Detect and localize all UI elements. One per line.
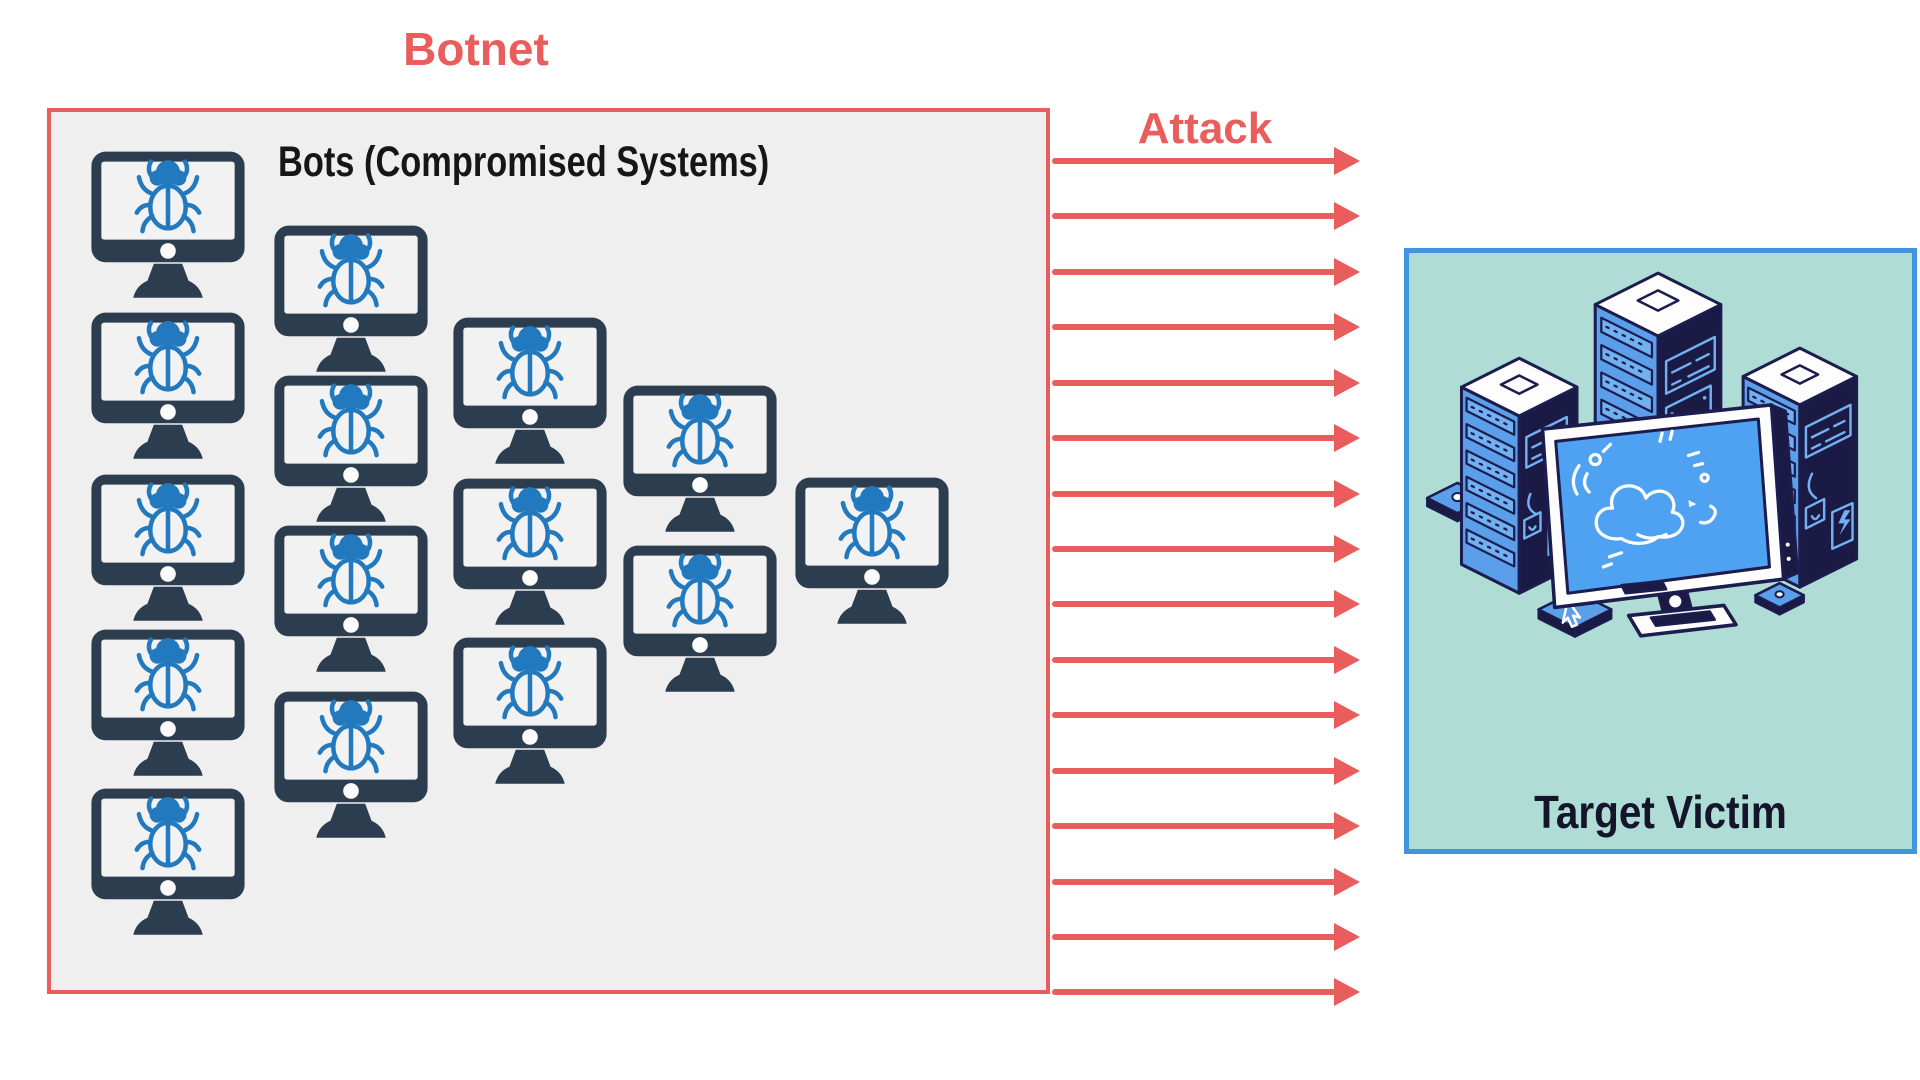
arrow-shaft xyxy=(1052,823,1338,829)
arrow-head xyxy=(1334,480,1360,508)
arrow-shaft xyxy=(1052,768,1338,774)
bot-monitor-with-bug-icon xyxy=(453,317,607,464)
arrow-shaft xyxy=(1052,269,1338,275)
arrow-head xyxy=(1334,313,1360,341)
arrow-shaft xyxy=(1052,934,1338,940)
attack-label: Attack xyxy=(1137,104,1273,153)
arrow-head xyxy=(1334,258,1360,286)
attack-arrow-icon xyxy=(1052,646,1360,674)
arrow-head xyxy=(1334,923,1360,951)
attack-arrow-icon xyxy=(1052,535,1360,563)
server-cluster-illustration xyxy=(1425,271,1859,638)
arrow-shaft xyxy=(1052,491,1338,497)
attack-arrow-icon xyxy=(1052,868,1360,896)
bot-monitor-with-bug-icon xyxy=(795,477,949,624)
attack-arrow-icon xyxy=(1052,369,1360,397)
bot-monitor-with-bug-icon xyxy=(274,691,428,838)
attack-arrow-icon xyxy=(1052,202,1360,230)
attack-arrow-icon xyxy=(1052,480,1360,508)
cloud-monitor-icon xyxy=(1540,403,1800,638)
arrow-head xyxy=(1334,369,1360,397)
botnet-title: Botnet xyxy=(403,23,549,75)
attack-arrow-icon xyxy=(1052,424,1360,452)
arrow-shaft xyxy=(1052,213,1338,219)
attack-arrow-icon xyxy=(1052,590,1360,618)
attack-arrow-icon xyxy=(1052,701,1360,729)
target-victim-box: Target Victim xyxy=(1404,248,1917,854)
bot-monitor-with-bug-icon xyxy=(274,375,428,522)
attack-arrow-icon xyxy=(1052,147,1360,175)
arrow-shaft xyxy=(1052,435,1338,441)
bot-monitor-with-bug-icon xyxy=(274,525,428,672)
arrow-head xyxy=(1334,202,1360,230)
bug-icon xyxy=(838,485,906,560)
bot-monitor-with-bug-icon xyxy=(91,788,245,935)
arrow-shaft xyxy=(1052,712,1338,718)
target-victim-label: Target Victim xyxy=(1534,786,1787,838)
bug-icon xyxy=(134,796,202,871)
bot-monitor-with-bug-icon xyxy=(91,474,245,621)
arrow-head xyxy=(1334,147,1360,175)
arrow-head xyxy=(1334,757,1360,785)
arrow-head xyxy=(1334,868,1360,896)
bug-icon xyxy=(496,645,564,720)
arrow-head xyxy=(1334,535,1360,563)
arrow-head xyxy=(1334,812,1360,840)
attack-arrow-icon xyxy=(1052,923,1360,951)
attack-arrow-icon xyxy=(1052,757,1360,785)
bug-icon xyxy=(496,486,564,561)
bots-heading: Bots (Compromised Systems) xyxy=(278,138,770,186)
arrow-shaft xyxy=(1052,380,1338,386)
bot-monitor-with-bug-icon xyxy=(91,629,245,776)
arrow-head xyxy=(1334,701,1360,729)
attack-arrow-icon xyxy=(1052,258,1360,286)
bot-monitor-with-bug-icon xyxy=(91,151,245,298)
bot-monitor-with-bug-icon xyxy=(623,545,777,692)
bot-monitor-with-bug-icon xyxy=(91,312,245,459)
arrow-head xyxy=(1334,978,1360,1006)
arrow-shaft xyxy=(1052,601,1338,607)
bug-icon xyxy=(134,637,202,712)
arrow-shaft xyxy=(1052,989,1338,995)
attack-arrow-icon xyxy=(1052,978,1360,1006)
attack-arrow-icon xyxy=(1052,313,1360,341)
arrow-shaft xyxy=(1052,324,1338,330)
bot-monitor-with-bug-icon xyxy=(453,637,607,784)
arrow-shaft xyxy=(1052,158,1338,164)
arrow-shaft xyxy=(1052,657,1338,663)
chip-pad-icon xyxy=(1754,581,1806,616)
arrow-head xyxy=(1334,646,1360,674)
bot-monitor-with-bug-icon xyxy=(453,478,607,625)
arrow-head xyxy=(1334,424,1360,452)
bot-monitor-with-bug-icon xyxy=(623,385,777,532)
arrow-head xyxy=(1334,590,1360,618)
arrow-shaft xyxy=(1052,879,1338,885)
attack-arrow-icon xyxy=(1052,812,1360,840)
arrow-shaft xyxy=(1052,546,1338,552)
bot-monitor-with-bug-icon xyxy=(274,225,428,372)
